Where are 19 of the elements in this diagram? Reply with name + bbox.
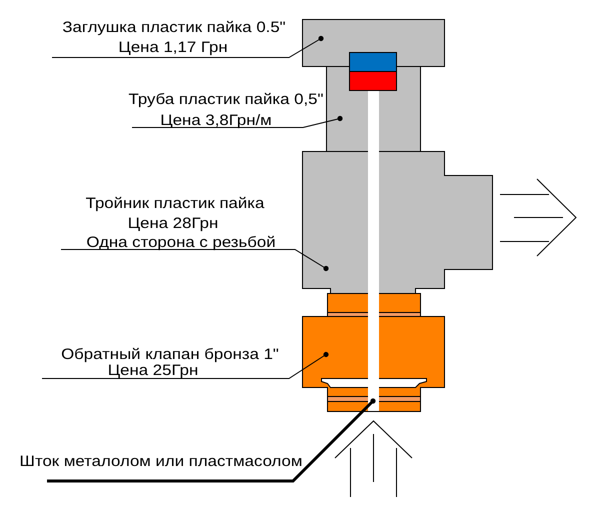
leader-line [52, 36, 324, 58]
price-label: Цена 3,8Грн/м [160, 112, 272, 129]
leader-line [132, 116, 343, 128]
part-label: Труба пластик пайка 0,5" [128, 91, 323, 108]
valve-stem [368, 90, 379, 411]
leader-line [42, 352, 329, 379]
leader-line [47, 398, 376, 482]
leader-line [60, 249, 329, 272]
pipe-cap [302, 19, 444, 66]
tee-fitting [302, 151, 492, 293]
price-label: Цена 1,17 Грн [118, 39, 228, 56]
note-label: Одна сторона с резьбой [86, 234, 276, 250]
part-label: Шток металолом или пластмасолом [20, 453, 302, 470]
price-label: Цена 28Грн [127, 215, 218, 232]
part-label: Обратный клапан бронза 1" [60, 346, 278, 363]
check-valve [302, 293, 444, 411]
price-label: Цена 25Грн [107, 362, 198, 379]
part-label: Заглушка пластик пайка 0.5" [62, 19, 286, 36]
part-label: Тройник пластик пайка [85, 195, 264, 212]
